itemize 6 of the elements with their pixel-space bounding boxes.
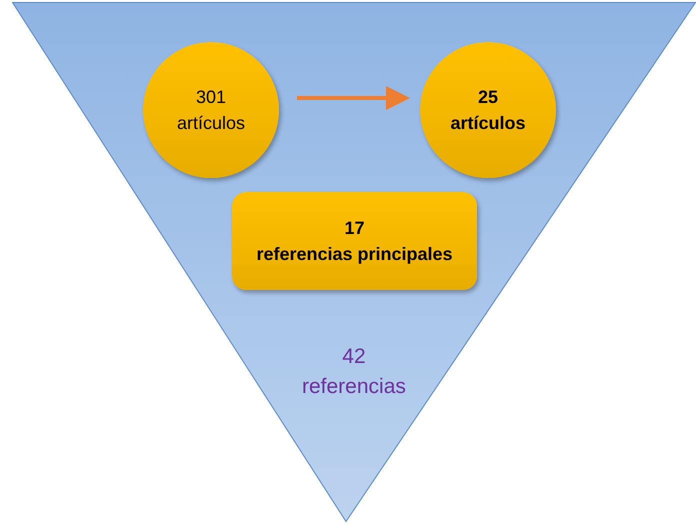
arrow [297, 86, 410, 110]
result-box [232, 192, 477, 290]
count-text: 25 artículos [450, 86, 526, 135]
count-text: 301 artículos [176, 86, 246, 135]
count-text: 42 referencias [302, 344, 406, 400]
count-text: 17 referencias principales [256, 217, 453, 266]
